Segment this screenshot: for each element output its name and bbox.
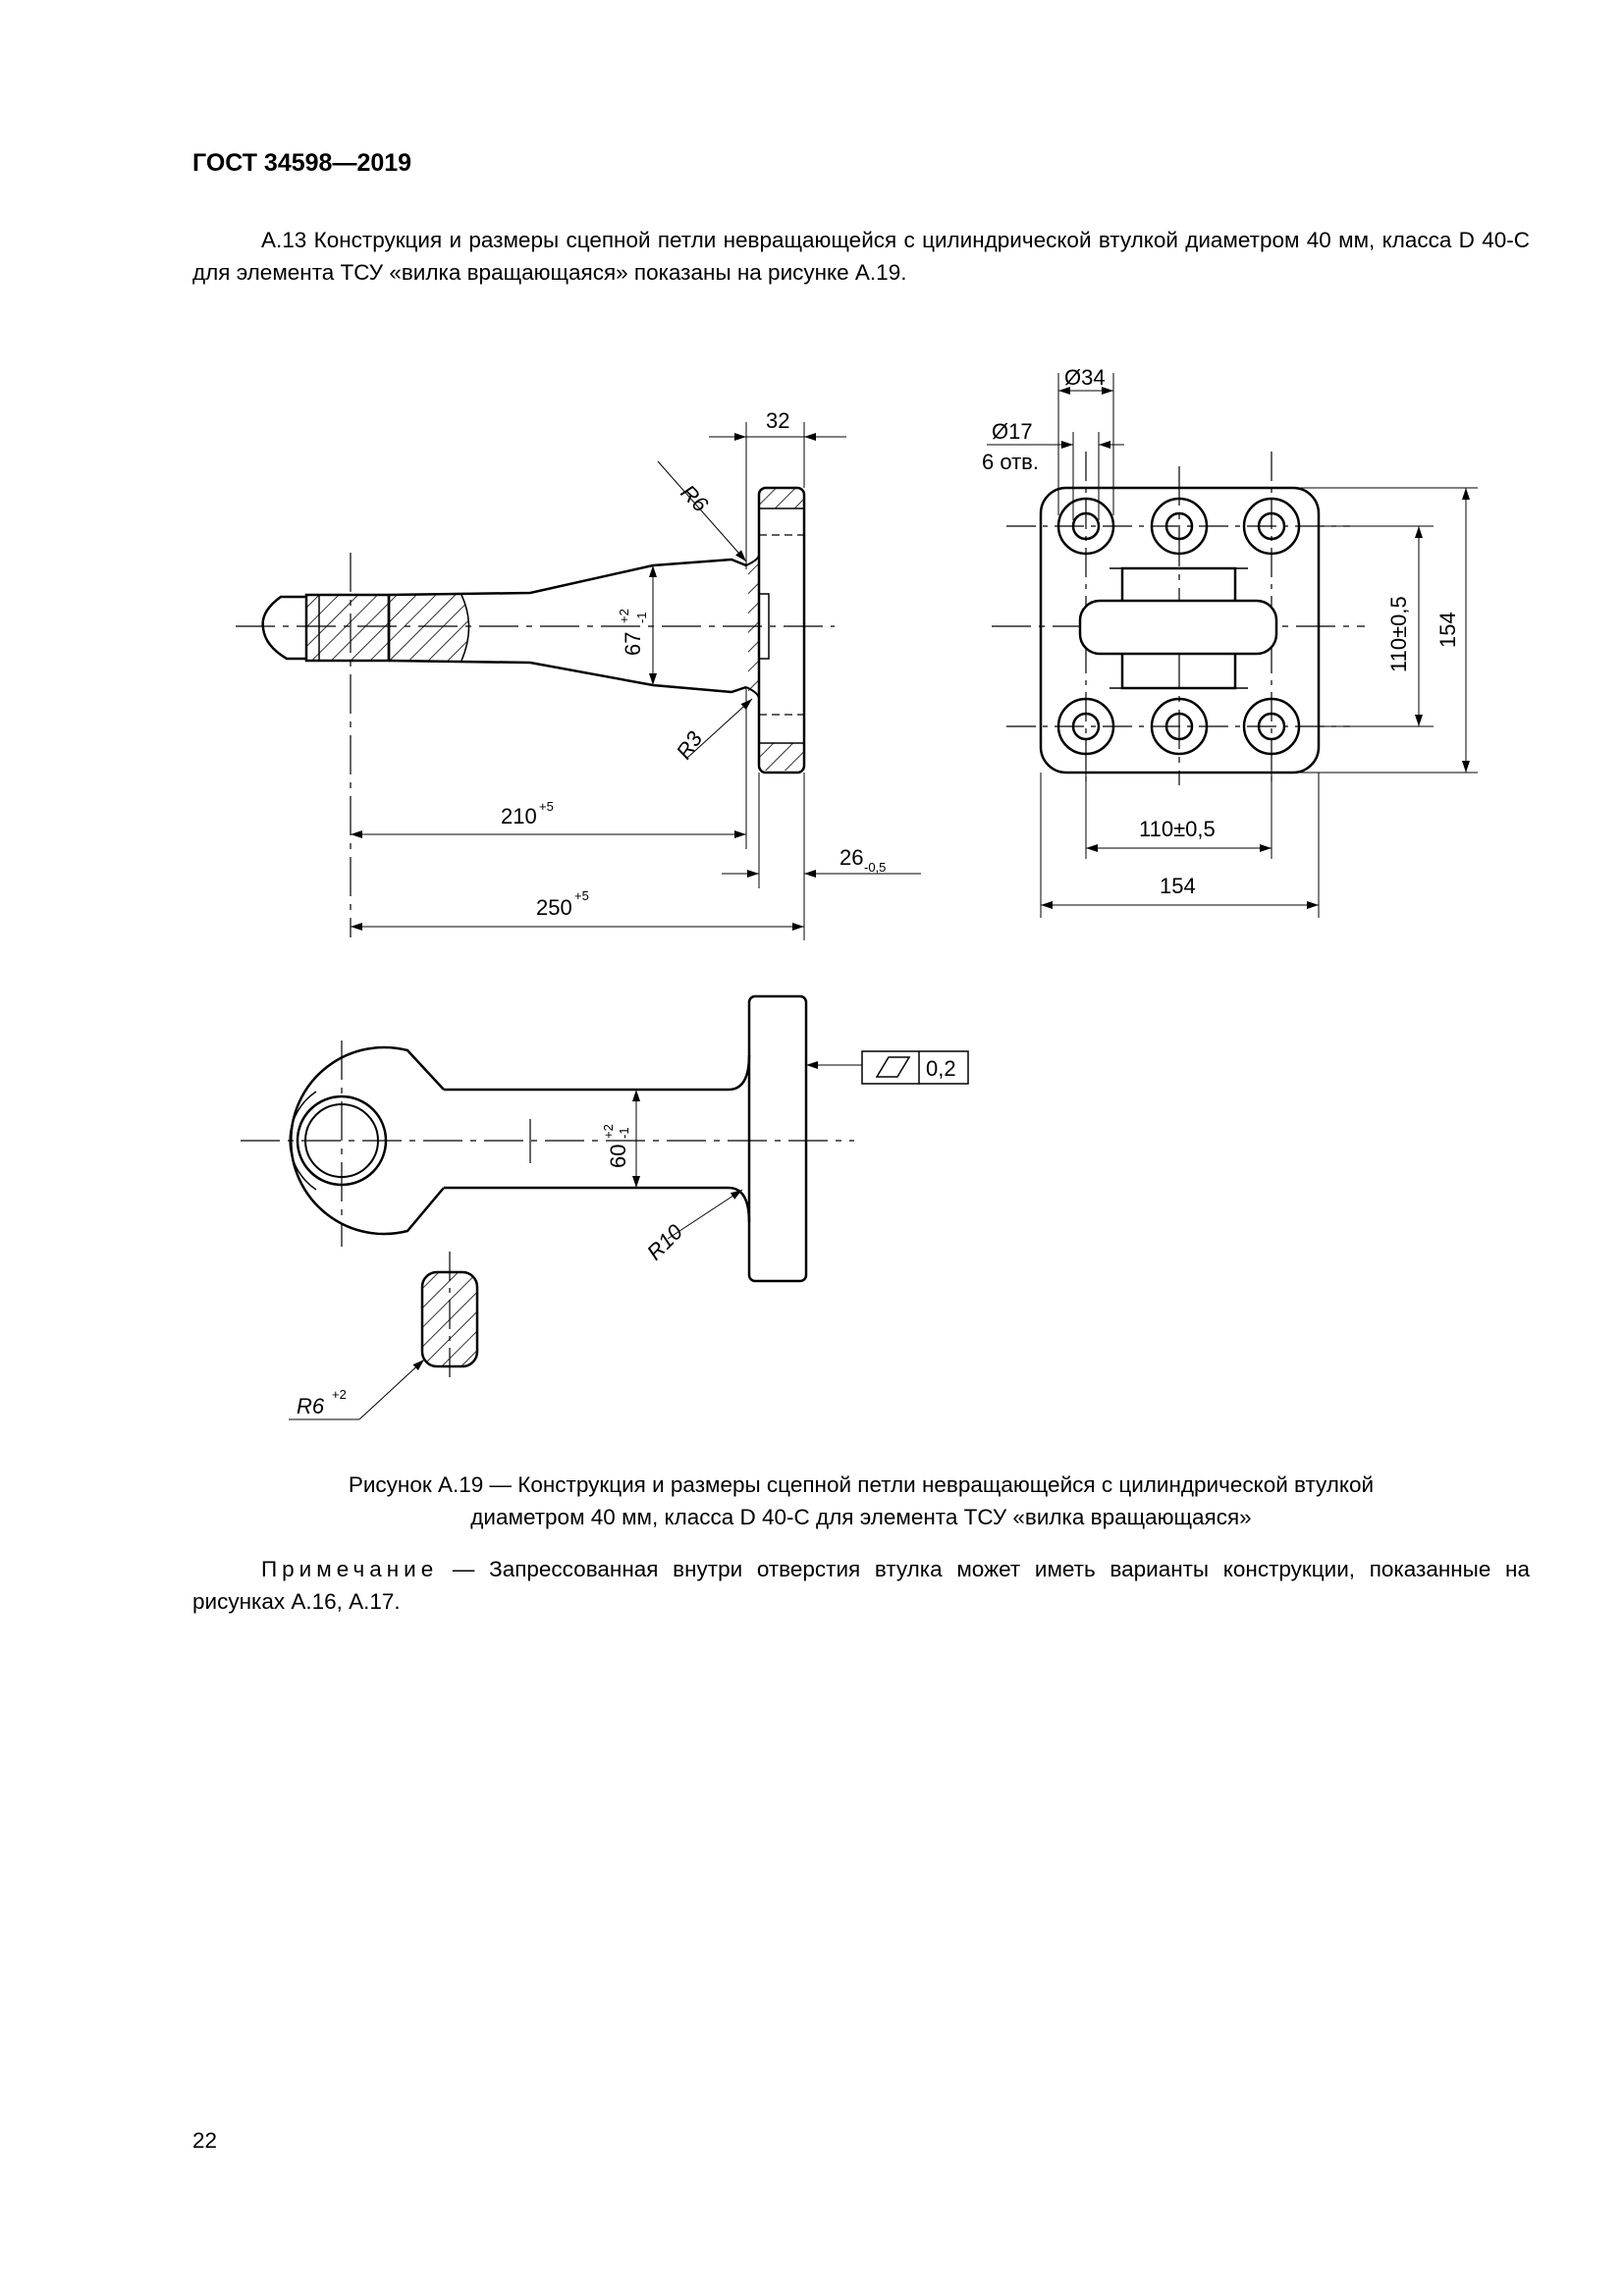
flange-front-view: [987, 373, 1478, 918]
dim-250: 250: [536, 895, 572, 920]
dim-r10: R10: [642, 1219, 688, 1265]
dim-r6: R6: [676, 480, 713, 517]
caption-line-2: диаметром 40 мм, класса D 40-С для элеме…: [470, 1505, 1252, 1529]
dim-250-tol: +5: [574, 888, 589, 903]
top-view-labels: 60 +2 -1 R10 0,2 R6 +2: [297, 1056, 956, 1418]
tolerance-value: 0,2: [926, 1056, 956, 1081]
dim-110-vertical: 110±0,5: [1386, 596, 1411, 672]
note-paragraph: Примечание — Запрессованная внутри отвер…: [192, 1553, 1530, 1618]
dim-210: 210: [501, 804, 537, 828]
note-label: Примечание: [261, 1557, 439, 1581]
dim-60: 60: [606, 1145, 630, 1168]
side-view: [236, 422, 921, 940]
dim-210-tol: +5: [539, 799, 554, 814]
intro-paragraph: А.13 Конструкция и размеры сцепной петли…: [192, 228, 1530, 285]
dim-67-tol-up: +2: [617, 609, 631, 623]
dim-60-tol-dn: -1: [617, 1127, 631, 1139]
dim-67-tol-dn: -1: [634, 612, 649, 623]
dim-d17: Ø17: [992, 419, 1033, 444]
dim-r6-section-tol: +2: [332, 1387, 347, 1402]
dim-60-tol-up: +2: [601, 1124, 616, 1139]
figure-caption: Рисунок А.19 — Конструкция и размеры сце…: [192, 1468, 1530, 1533]
dim-110-horizontal: 110±0,5: [1139, 817, 1216, 841]
dim-r3: R3: [672, 726, 708, 764]
dim-holes: 6 отв.: [982, 450, 1039, 474]
flange-front-labels: Ø34 Ø17 6 отв. 110±0,5 154 110±0,5 154: [982, 365, 1460, 898]
dim-154-horizontal: 154: [1160, 874, 1196, 898]
dim-26: 26: [839, 845, 863, 870]
caption-line-1: Рисунок А.19 — Конструкция и размеры сце…: [348, 1472, 1375, 1497]
dim-r6-section: R6: [297, 1394, 325, 1418]
side-view-labels: 32 R6 67 +2 -1 R3 210 +5 26 -0,5 250 +5: [501, 408, 886, 920]
document-header: ГОСТ 34598—2019: [192, 149, 412, 177]
note-text: — Запрессованная внутри отверстия втулка…: [192, 1557, 1530, 1614]
top-view: [241, 994, 969, 1420]
page-number: 22: [192, 2128, 218, 2153]
dim-154-vertical: 154: [1435, 612, 1460, 648]
dim-d34: Ø34: [1064, 365, 1106, 390]
dim-26-tol: -0,5: [864, 860, 886, 875]
dim-32: 32: [766, 408, 789, 433]
dim-67: 67: [621, 632, 645, 656]
